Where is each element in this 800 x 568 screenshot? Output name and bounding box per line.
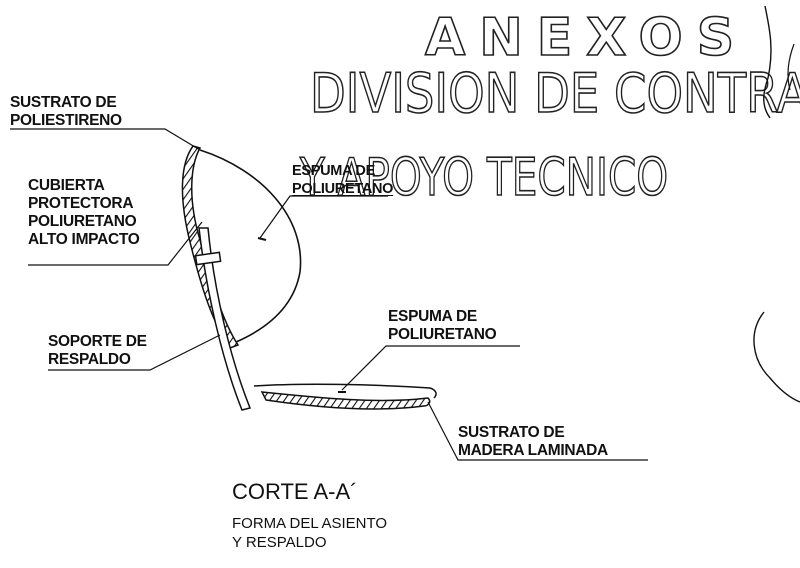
label-line: ALTO IMPACTO bbox=[28, 231, 140, 248]
stamp-line-2: Y APOYO TECNICO bbox=[299, 147, 669, 209]
leader-soporte bbox=[48, 334, 221, 371]
caption-line: Y RESPALDO bbox=[232, 534, 327, 551]
label-line: PROTECTORA bbox=[28, 195, 134, 212]
label-line: POLIESTIRENO bbox=[10, 112, 122, 129]
leader-sustrato-madera bbox=[427, 401, 648, 461]
label-cubierta: CUBIERTA PROTECTORA POLIURETANO ALTO IMP… bbox=[28, 177, 140, 249]
label-line: SUSTRATO DE bbox=[458, 424, 565, 441]
section-caption-subtitle: FORMA DEL ASIENTO Y RESPALDO bbox=[232, 514, 387, 552]
stamp-line-1: DIVISION DE CONTRATO bbox=[309, 61, 800, 126]
caption-line: FORMA DEL ASIENTO bbox=[232, 515, 388, 532]
support-clamp bbox=[194, 251, 222, 266]
foam-mark bbox=[257, 237, 267, 241]
label-line: RESPALDO bbox=[48, 351, 131, 368]
backrest-foam bbox=[199, 149, 302, 343]
seat-substrate bbox=[260, 391, 431, 410]
leader-cubierta bbox=[28, 221, 203, 266]
label-line: ESPUMA DE bbox=[292, 163, 375, 179]
label-line: POLIURETANO bbox=[28, 213, 137, 230]
seat-foam bbox=[253, 383, 437, 399]
label-sustrato-madera: SUSTRATO DE MADERA LAMINADA bbox=[458, 424, 608, 460]
section-caption-title: CORTE A-A´ bbox=[232, 479, 358, 504]
stamp-title: ANEXOS bbox=[424, 7, 749, 69]
label-line: SOPORTE DE bbox=[48, 333, 147, 350]
leader-espuma-asiento bbox=[341, 345, 520, 391]
label-line: MADERA LAMINADA bbox=[458, 442, 608, 459]
backrest-support bbox=[198, 227, 252, 411]
label-soporte: SOPORTE DE RESPALDO bbox=[48, 333, 147, 369]
label-espuma-respaldo: ESPUMA DE POLIURETANO bbox=[292, 162, 393, 198]
label-line: CUBIERTA bbox=[28, 177, 105, 194]
label-espuma-asiento: ESPUMA DE POLIURETANO bbox=[388, 308, 497, 344]
margin-stroke-mid bbox=[787, 43, 795, 91]
label-line: POLIURETANO bbox=[388, 326, 497, 343]
margin-stroke-bottom bbox=[753, 311, 800, 403]
leader-sustrato-poliestireno bbox=[10, 128, 201, 151]
label-line: ESPUMA DE bbox=[388, 308, 477, 325]
label-line: POLIURETANO bbox=[292, 181, 394, 197]
label-line: SUSTRATO DE bbox=[10, 94, 117, 111]
label-sustrato-poliestireno: SUSTRATO DE POLIESTIRENO bbox=[10, 94, 122, 130]
margin-stroke-top bbox=[763, 5, 772, 119]
leader-espuma-respaldo bbox=[259, 195, 388, 239]
